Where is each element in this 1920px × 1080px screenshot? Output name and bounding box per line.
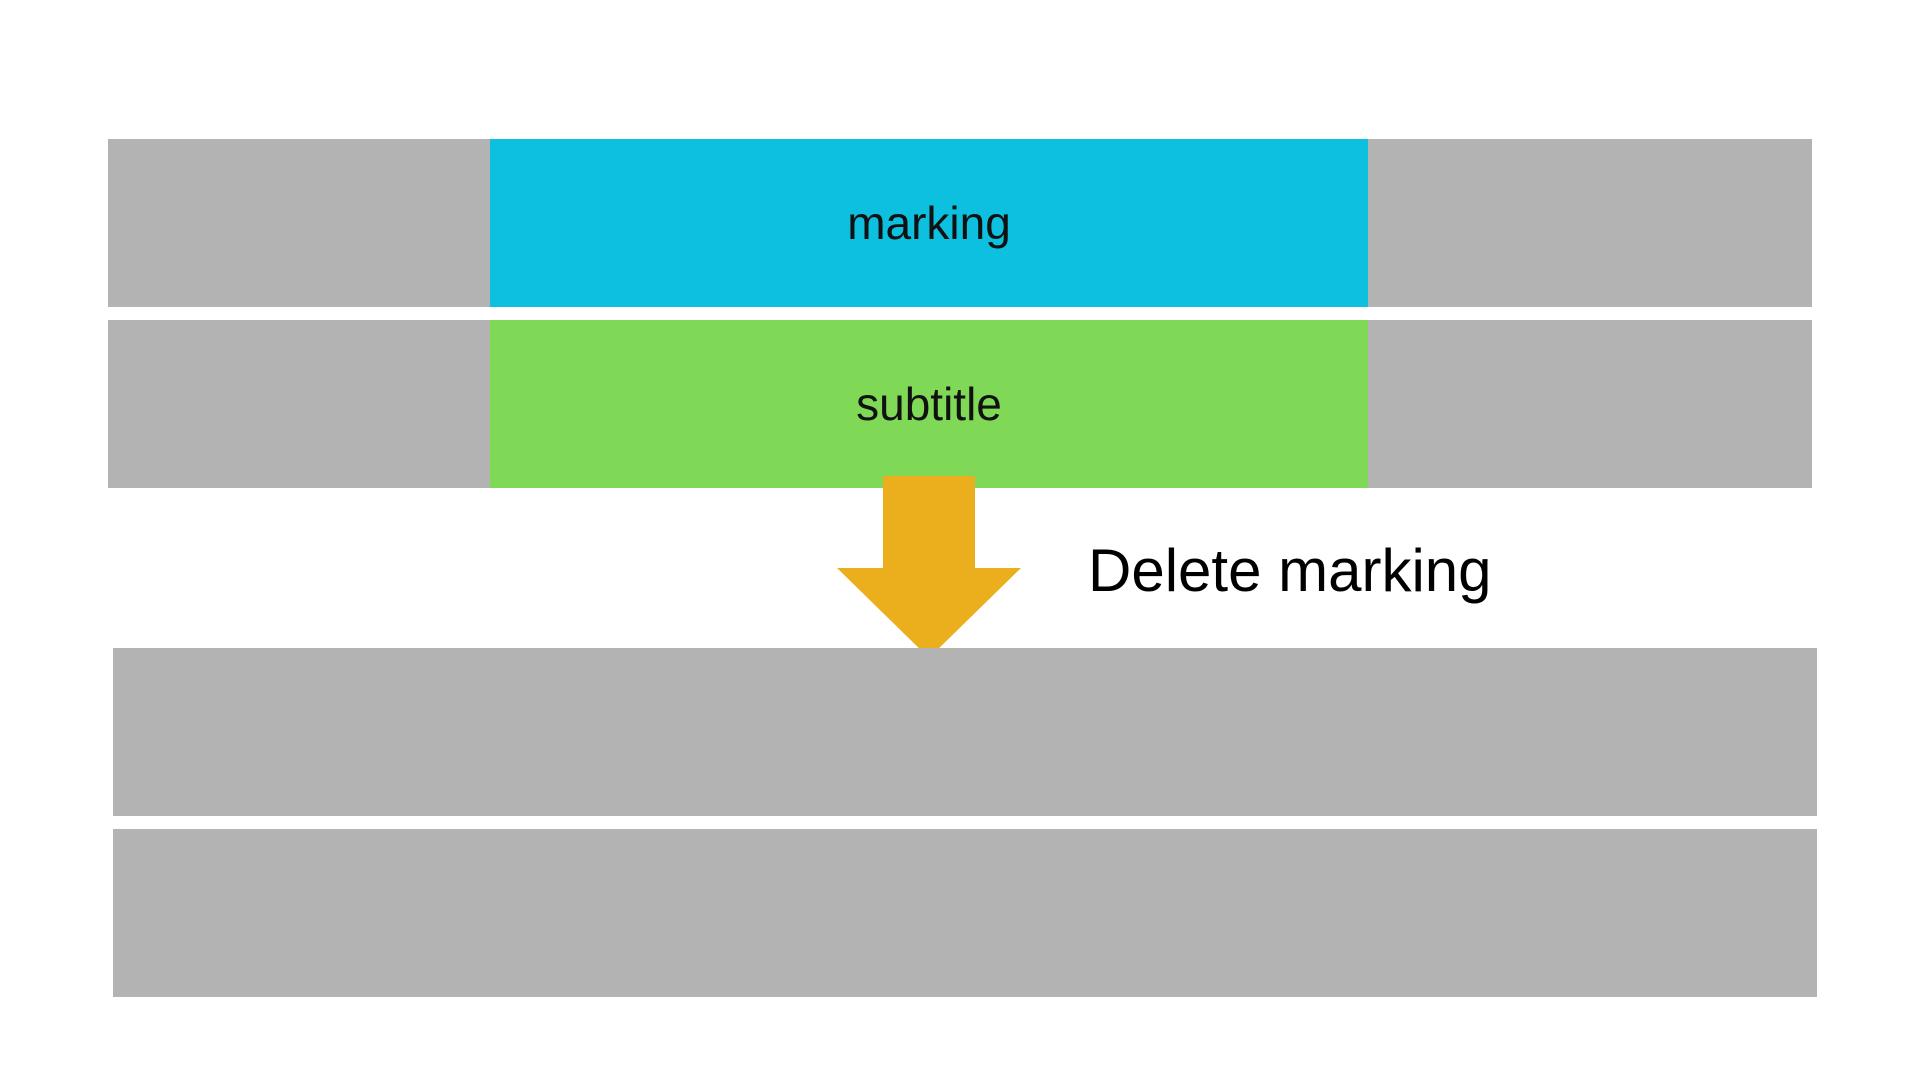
arrow-down-icon <box>837 476 1021 658</box>
action-label: Delete marking <box>1088 537 1492 604</box>
subtitle-segment-label: subtitle <box>856 378 1002 430</box>
after-track-1 <box>113 648 1817 816</box>
marking-segment-label: marking <box>847 197 1011 249</box>
marking-segment: marking <box>490 139 1368 307</box>
after-track-2 <box>113 829 1817 997</box>
subtitle-segment: subtitle <box>490 320 1368 488</box>
